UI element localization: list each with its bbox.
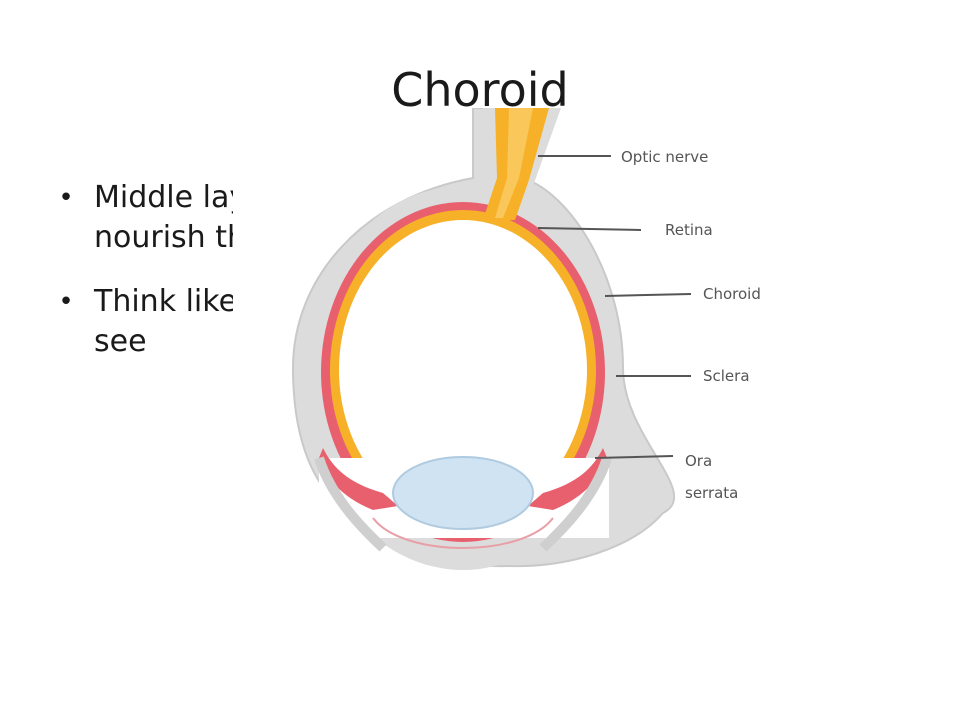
label-ora: Ora: [685, 452, 712, 470]
label-serrata: serrata: [685, 484, 738, 502]
lens: [392, 456, 534, 530]
vitreous-body: [339, 220, 587, 520]
anterior-sclera-right: [539, 456, 612, 552]
optic-nerve-core: [495, 108, 533, 218]
eye-diagram-svg: Optic nerve Retina Choroid Sclera Ora se…: [291, 108, 761, 570]
label-choroid: Choroid: [703, 285, 761, 303]
bullet-icon: •: [58, 183, 74, 213]
eye-diagram: Optic nerve Retina Choroid Sclera Ora se…: [233, 108, 823, 592]
leader-retina: [537, 227, 642, 231]
label-sclera: Sclera: [703, 367, 750, 385]
label-retina: Retina: [665, 221, 713, 239]
cornea: [372, 517, 554, 549]
bullet-icon: •: [58, 287, 74, 317]
leader-ora-serrata: [594, 455, 674, 459]
label-optic-nerve: Optic nerve: [621, 148, 708, 166]
ciliary-body-left: [319, 448, 398, 510]
ciliary-body-right: [528, 448, 607, 510]
leader-choroid: [604, 293, 692, 297]
anterior-sclera: [314, 456, 387, 552]
